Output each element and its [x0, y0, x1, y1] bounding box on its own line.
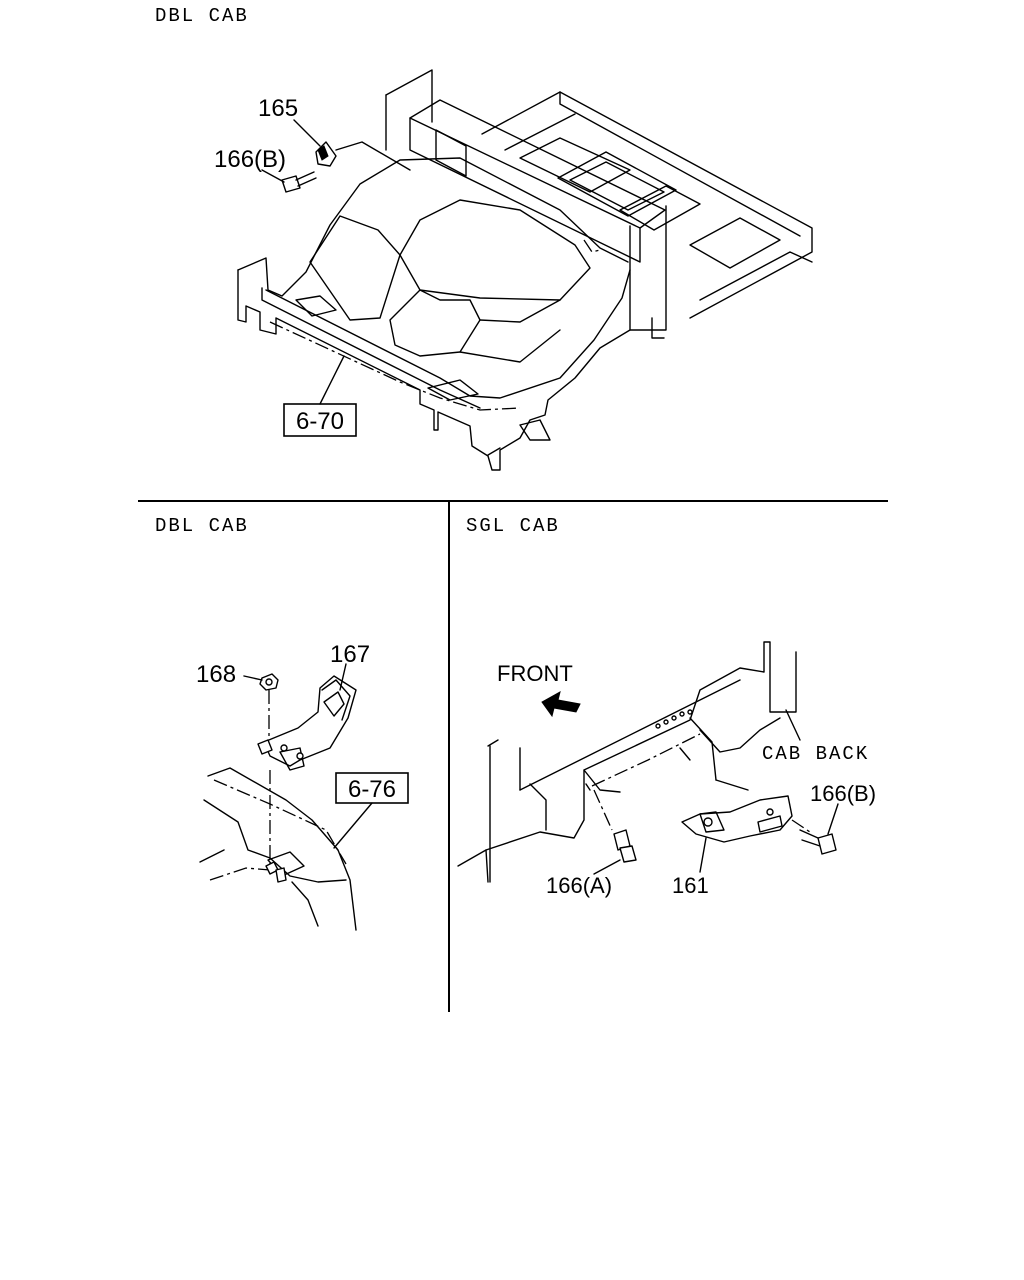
- leader-166b: [261, 169, 285, 183]
- front-arrow-icon: [541, 691, 581, 718]
- ref-box-6-76[interactable]: 6-76: [335, 772, 409, 804]
- leader-161: [699, 837, 707, 873]
- label-161: 161: [672, 873, 709, 898]
- nut-168: [259, 673, 279, 691]
- bottom-left-panel: DBL CAB 168 167: [155, 515, 409, 931]
- bolt-166a: [613, 829, 637, 863]
- label-167: 167: [330, 641, 370, 668]
- axis-166a: [593, 789, 613, 831]
- bottom-right-panel: SGL CAB FRONT: [457, 515, 876, 898]
- leader-165-floor: [335, 141, 411, 171]
- label-166b-top: 166(B): [214, 146, 286, 173]
- leader-cab-back: [785, 709, 801, 741]
- top-panel: DBL CAB: [155, 5, 813, 471]
- leader-167: [339, 663, 347, 691]
- ref-box-6-70[interactable]: 6-70: [283, 403, 357, 437]
- leader-166a: [593, 859, 621, 875]
- ref-box-6-76-label: 6-76: [348, 776, 396, 803]
- leader-6-76: [333, 802, 373, 849]
- bolt-166b-top: [281, 171, 317, 193]
- label-165: 165: [258, 95, 298, 122]
- leader-166b-right: [827, 803, 839, 835]
- bottom-left-header: DBL CAB: [155, 515, 249, 537]
- floor-section: [199, 767, 357, 931]
- axis-166b-right: [791, 819, 811, 833]
- label-168: 168: [196, 661, 236, 688]
- bolt-166b-right: [799, 829, 837, 855]
- leader-165: [293, 119, 321, 147]
- leader-168: [243, 675, 263, 681]
- front-label: FRONT: [497, 661, 573, 686]
- label-166a: 166(A): [546, 873, 612, 898]
- bracket-165: [315, 141, 337, 167]
- cab-back-label: CAB BACK: [762, 743, 869, 765]
- top-panel-header: DBL CAB: [155, 5, 249, 27]
- bracket-167: [257, 675, 357, 771]
- cab-floor-assembly: [237, 69, 813, 471]
- bracket-161: [681, 795, 793, 843]
- sgl-cab-floor: [457, 641, 797, 883]
- label-166b-right: 166(B): [810, 781, 876, 806]
- ref-box-6-70-label: 6-70: [296, 408, 344, 435]
- leader-6-70: [319, 355, 345, 405]
- bottom-right-header: SGL CAB: [466, 515, 560, 537]
